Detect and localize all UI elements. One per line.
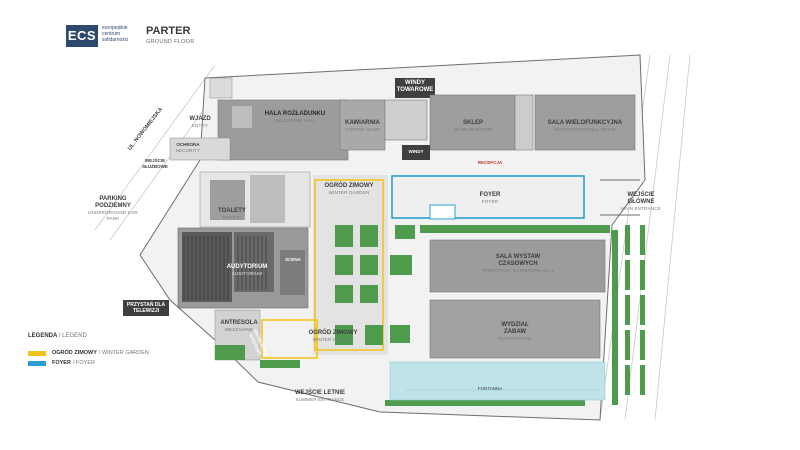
floor-subtitle: GROUND FLOOR — [146, 39, 195, 45]
legend-sub: / WINTER GARDEN — [98, 350, 149, 356]
room-sub: UNLOADING HALL — [273, 118, 317, 123]
room-name: SKLEP — [462, 120, 483, 126]
room-sala-wystaw: SALA WYSTAW CZASOWYCH TEMPORARY EXHIBITI… — [478, 254, 558, 274]
legend-item-foyer: FOYER / FOYER — [28, 360, 95, 366]
room-toalety: TOALETY TOILETS — [212, 208, 252, 221]
room-ogrod-zimowy-top: OGRÓD ZIMOWY WINTER GARDEN — [318, 183, 380, 196]
room-wejscie-glowne: WEJŚCIE GŁÓWNE MAIN ENTRANCE — [616, 192, 666, 212]
ecs-logo: ECS — [66, 25, 98, 47]
room-sub: PLAYGROUND — [498, 336, 532, 341]
room-name: SALA WIELOFUNKCYJNA — [547, 120, 623, 126]
room-name: WEJŚCIE LETNIE — [294, 390, 345, 396]
room-name: PRZYSTAŃ DLA TELEWIZJI — [126, 302, 166, 314]
room-ochrona: OCHRONA SECURITY — [172, 142, 204, 154]
room-sub: TEMPORARY EXHIBITION HALL — [481, 268, 555, 273]
room-name: KAWIARNIA — [345, 120, 380, 126]
room-name: OGRÓD ZIMOWY — [308, 330, 358, 336]
room-name: PARKING PODZIEMNY — [95, 196, 131, 209]
legend-title-text: LEGENDA — [28, 333, 58, 339]
room-name: SALA WYSTAW CZASOWYCH — [495, 254, 541, 267]
room-name: WJAZD — [189, 116, 211, 122]
logo-line: centrum — [102, 31, 121, 37]
room-name: WYDZIAŁ ZABAW — [501, 322, 529, 335]
room-name: HALA ROZŁADUNKU — [264, 111, 326, 117]
room-sklep: SKLEP MUSEUM STORE — [448, 120, 498, 133]
room-name: OGRÓD ZIMOWY — [324, 183, 374, 189]
room-sub: COFFEE SHOP — [345, 127, 380, 132]
room-przystan: PRZYSTAŃ DLA TELEWIZJI — [123, 300, 169, 316]
room-name: WINDY TOWAROWE — [396, 80, 434, 93]
legend-label: OGRÓD ZIMOWY — [52, 350, 97, 356]
room-recepcja: RECEPCJA — [470, 160, 510, 166]
legend-title-sub: / LEGEND — [58, 333, 87, 339]
room-parking: PARKING PODZIEMNY UNDERGROUND CAR PARK — [88, 196, 138, 222]
floor-title: PARTER — [146, 25, 191, 37]
room-name: OCHRONA — [176, 142, 200, 147]
logo-tagline: europejskie centrum solidarności — [102, 25, 162, 43]
room-name: WINDY — [408, 149, 424, 154]
room-name: TOALETY — [218, 208, 246, 214]
room-foyer: FOYER FOYER — [460, 192, 520, 205]
room-name: FONTANNA — [477, 386, 503, 391]
room-sub: SECURITY — [175, 147, 201, 153]
legend-label: FOYER — [52, 360, 71, 366]
room-wejscie-sluzbowe: WEJŚCIE SŁUŻBOWE — [140, 158, 170, 169]
room-wydzial-zabaw: WYDZIAŁ ZABAW PLAYGROUND — [490, 322, 540, 342]
room-ogrod-zimowy-bottom: OGRÓD ZIMOWY WINTER GARDEN — [302, 330, 364, 343]
room-kawiarnia: KAWIARNIA COFFEE SHOP — [340, 120, 385, 133]
legend-item-winter-garden: OGRÓD ZIMOWY / WINTER GARDEN — [28, 350, 149, 356]
room-antresola: ANTRESOLA MEZZANINE — [220, 320, 258, 333]
room-sub: ENTRY — [191, 123, 209, 128]
room-fontanna: FONTANNA — [470, 386, 510, 392]
logo-line: europejskie — [102, 25, 128, 31]
room-name: AUDYTORIUM — [226, 264, 268, 270]
legend-title: LEGENDA / LEGEND — [28, 333, 87, 339]
room-sub: MAIN ENTRANCE — [621, 206, 661, 211]
room-name: FOYER — [479, 192, 501, 198]
room-sub: MEZZANINE — [225, 327, 253, 332]
room-sub: WINTER GARDEN — [312, 337, 354, 342]
room-sub: MULTIFUNCTIONAL ROOM — [554, 127, 616, 132]
legend-swatch — [28, 350, 46, 356]
room-wjazd: WJAZD ENTRY — [180, 116, 220, 129]
room-sub: TOILETS — [221, 215, 243, 220]
legend-sub: / FOYER — [72, 360, 95, 366]
room-sub: SUMMER ENTRANCE — [295, 397, 345, 402]
room-windy-towarowe: WINDY TOWAROWE — [395, 80, 435, 94]
room-sub: AUDITORIUM — [231, 271, 263, 276]
room-windy: WINDY — [402, 149, 430, 155]
room-name: SCENA — [285, 257, 301, 262]
room-sub: MUSEUM STORE — [453, 127, 493, 132]
room-sub: FOYER — [481, 199, 499, 204]
room-sub: UNDERGROUND CAR PARK — [88, 210, 138, 221]
room-name: WEJŚCIE GŁÓWNE — [627, 192, 655, 205]
room-scena: SCENA — [280, 257, 306, 263]
room-name: RECEPCJA — [477, 160, 503, 165]
room-wejscie-letnie: WEJŚCIE LETNIE SUMMER ENTRANCE — [290, 390, 350, 403]
room-sala-wielofunkcyjna: SALA WIELOFUNKCYJNA MULTIFUNCTIONAL ROOM — [540, 120, 630, 133]
room-name: ANTRESOLA — [220, 320, 258, 326]
legend-swatch — [28, 360, 46, 366]
room-sub: WINTER GARDEN — [328, 190, 370, 195]
logo-line: solidarności — [102, 37, 129, 43]
room-name: WEJŚCIE SŁUŻBOWE — [142, 158, 168, 169]
room-audytorium: AUDYTORIUM AUDITORIUM — [212, 264, 282, 277]
room-hala: HALA ROZŁADUNKU UNLOADING HALL — [250, 111, 340, 124]
